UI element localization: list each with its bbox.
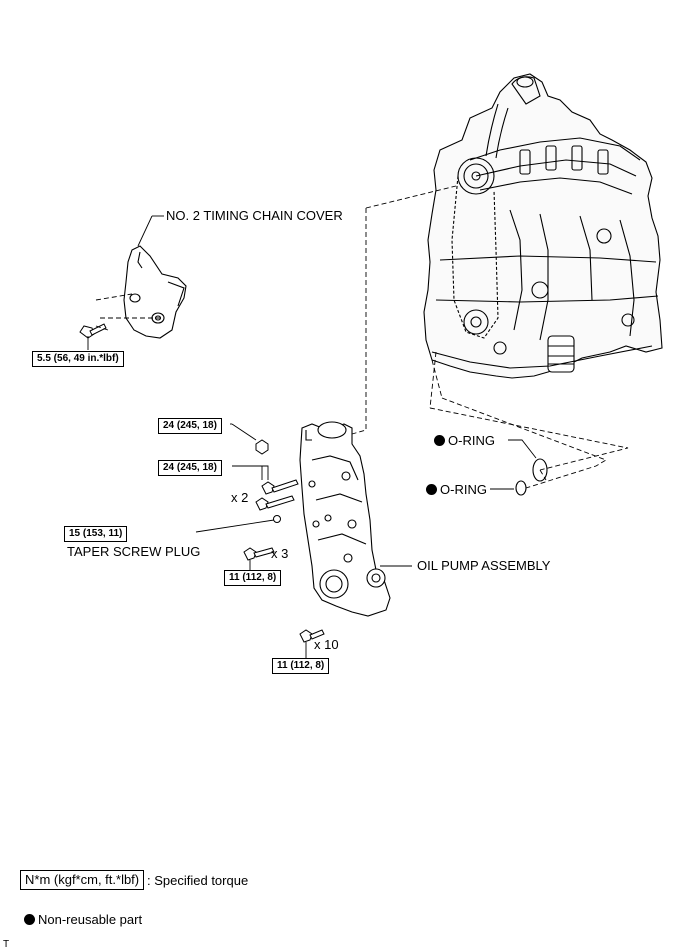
nut-torque-box: 24 (245, 18) [158, 418, 222, 434]
timing-chain-cover-label: NO. 2 TIMING CHAIN COVER [166, 208, 343, 223]
quantity-x10: x 10 [314, 637, 339, 652]
legend-torque-key: N*m (kgf*cm, ft.*lbf) [20, 870, 145, 890]
o-ring-text-1: O-RING [448, 433, 495, 448]
engine-assembly-illustration [423, 73, 663, 379]
non-reusable-bullet-icon [426, 484, 437, 495]
legend-torque-description: : Specified torque [147, 873, 249, 888]
taper-screw-plug-label: TAPER SCREW PLUG [67, 544, 201, 559]
fastener-illustrations [243, 439, 325, 643]
o-ring-label-1: O-RING [434, 433, 495, 448]
footer-mark: T [3, 939, 10, 950]
cover-bolt-torque-box: 5.5 (56, 49 in.*lbf) [32, 351, 124, 367]
non-reusable-bullet-icon [434, 435, 445, 446]
o-ring-large-illustration [532, 458, 548, 482]
quantity-x3: x 3 [271, 546, 289, 561]
timing-chain-cover-illustration [123, 245, 187, 339]
legend-nonreusable: Non-reusable part [24, 912, 142, 927]
quantity-x2: x 2 [231, 490, 249, 505]
stud-torque-box: 24 (245, 18) [158, 460, 222, 476]
taper-plug-torque-box: 15 (153, 11) [64, 526, 128, 542]
leader-lines [87, 215, 537, 660]
bolt-x3-torque-box: 11 (112, 8) [224, 570, 282, 586]
cover-bolt-illustration [79, 323, 107, 339]
o-ring-label-2: O-RING [426, 482, 487, 497]
dashed-guide-lines [95, 185, 629, 489]
oil-pump-assembly-label: OIL PUMP ASSEMBLY [417, 558, 551, 573]
o-ring-small-illustration [515, 480, 527, 496]
legend-nonreusable-text: Non-reusable part [38, 912, 143, 927]
non-reusable-bullet-icon [24, 914, 35, 925]
o-ring-text-2: O-RING [440, 482, 487, 497]
bolt-x10-torque-box: 11 (112, 8) [272, 658, 330, 674]
oil-pump-assembly-illustration [299, 421, 391, 617]
